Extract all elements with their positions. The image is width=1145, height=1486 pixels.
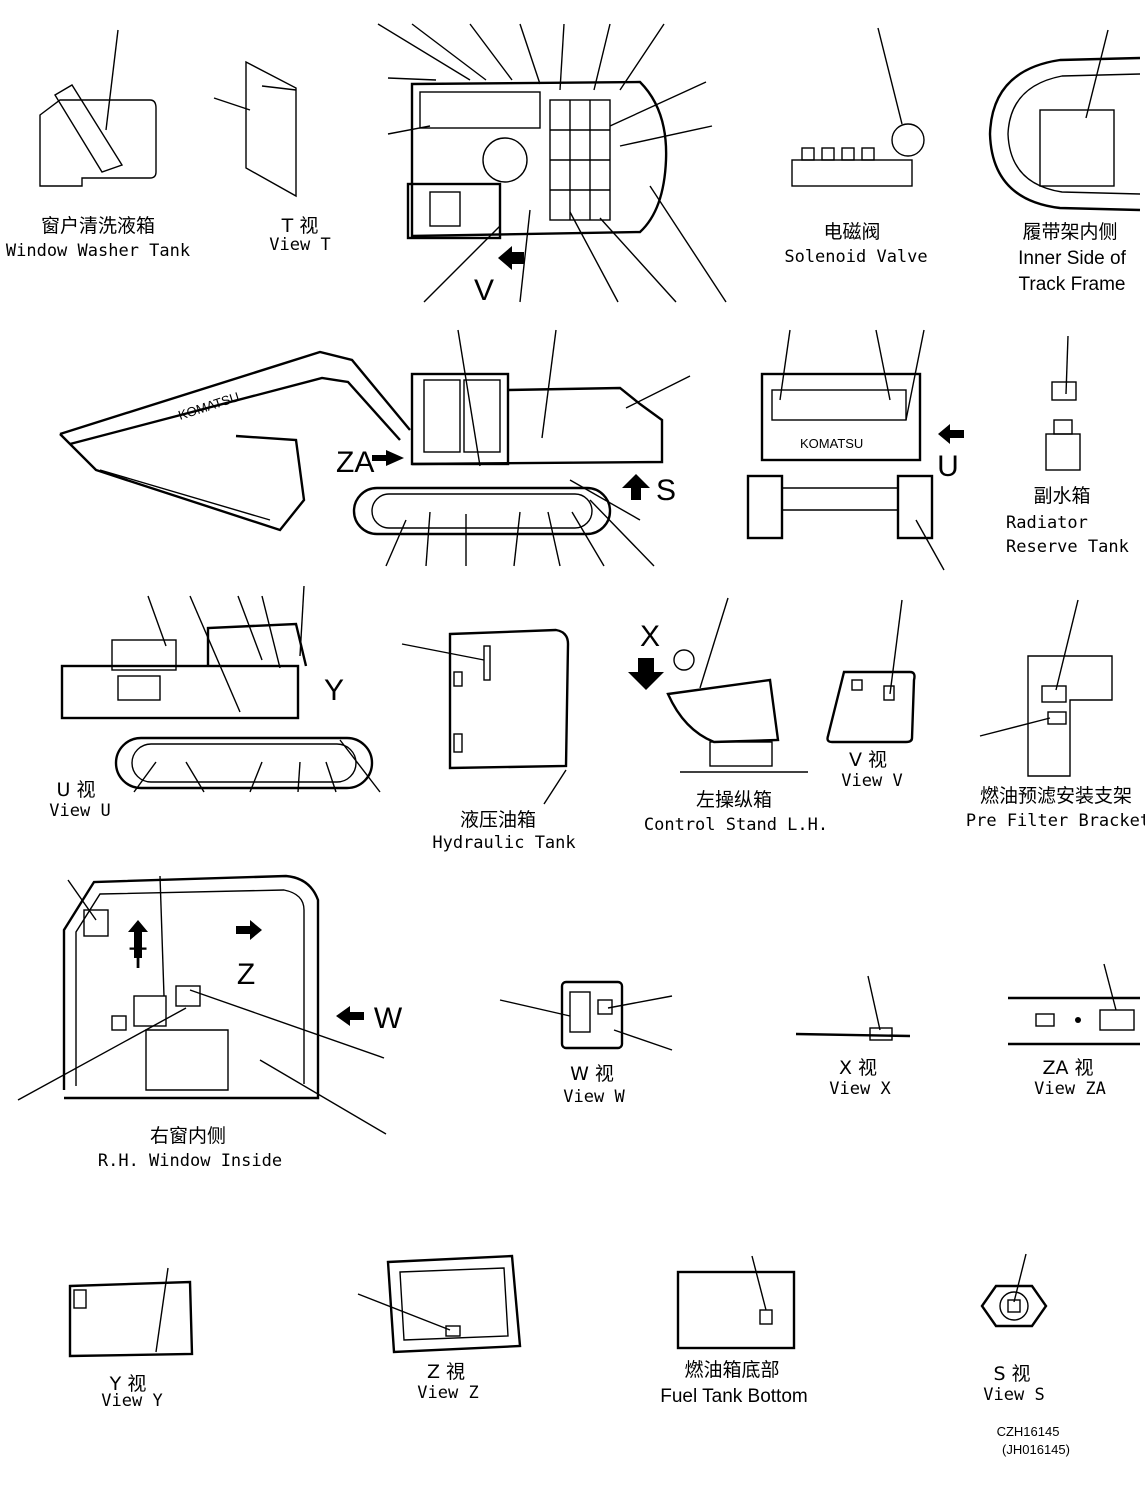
solenoid-valve-figure	[791, 27, 925, 187]
arrow-s-label: S	[656, 474, 676, 507]
view-y-figure	[68, 1267, 194, 1358]
hydraulic-tank-zh: 液压油箱	[460, 809, 536, 831]
excavator-side-view: KOMATSU	[59, 329, 691, 567]
arrow-z-label: Z	[237, 958, 255, 991]
window-washer-tank-en: Window Washer Tank	[6, 241, 190, 261]
view-x-en: View X	[829, 1079, 891, 1099]
pre-filter-en: Pre Filter Bracket	[966, 811, 1145, 831]
view-t-zh: T 视	[281, 215, 319, 237]
view-v-en: View V	[841, 771, 902, 791]
solenoid-valve-zh: 电磁阀	[823, 221, 880, 243]
cab-interior-figure	[17, 874, 387, 1135]
view-x-zh: X 视	[839, 1057, 877, 1079]
fuel-tank-bottom-en: Fuel Tank Bottom	[660, 1386, 808, 1407]
hydraulic-tank-en: Hydraulic Tank	[432, 833, 575, 853]
view-w-zh: W 视	[570, 1063, 614, 1085]
view-z-en: View Z	[417, 1383, 478, 1403]
track-frame-en2: Track Frame	[1019, 274, 1126, 295]
machine-top-view	[377, 23, 727, 303]
window-washer-tank-zh: 窗户清洗液箱	[41, 215, 155, 237]
hydraulic-tank-figure	[401, 628, 570, 805]
view-w-en: View W	[563, 1087, 625, 1107]
rh-window-en: R.H. Window Inside	[98, 1151, 282, 1171]
view-s-figure	[980, 1253, 1048, 1328]
excavator-rear-view: KOMATSU	[746, 329, 964, 571]
rh-window-zh: 右窗内侧	[150, 1125, 226, 1147]
view-s-zh: S 视	[993, 1363, 1030, 1385]
arrow-za-label: ZA	[336, 446, 374, 479]
view-za-figure	[1008, 963, 1140, 1046]
view-za-en: View ZA	[1034, 1079, 1106, 1099]
view-u-zh: U 视	[57, 779, 96, 801]
solenoid-valve-en: Solenoid Valve	[784, 247, 927, 267]
arrow-w-label: W	[374, 1002, 403, 1035]
arrow-y-label: Y	[324, 674, 344, 707]
radiator-reserve-figure	[1045, 335, 1081, 471]
view-w-figure	[499, 980, 673, 1051]
view-t-en: View T	[269, 235, 330, 255]
fuel-tank-bottom-figure	[676, 1255, 796, 1350]
radiator-reserve-zh: 副水箱	[1033, 485, 1090, 507]
view-s-en: View S	[983, 1385, 1044, 1405]
pre-filter-zh: 燃油预滤安装支架	[980, 785, 1132, 807]
radiator-reserve-en1: Radiator	[1006, 513, 1088, 533]
fuel-tank-bottom-zh: 燃油箱底部	[684, 1359, 779, 1381]
view-z-zh: Z 視	[427, 1361, 465, 1383]
window-washer-tank-figure	[39, 29, 157, 187]
drawing-code: CZH16145	[997, 1424, 1060, 1439]
brand-rear: KOMATSU	[800, 436, 863, 451]
arrow-u-label: U	[937, 450, 959, 483]
track-frame-en1: Inner Side of	[1018, 248, 1126, 269]
track-frame-figure	[988, 29, 1141, 212]
view-t-figure	[213, 60, 297, 198]
arrow-t-label: T	[129, 942, 147, 975]
view-z-figure	[357, 1254, 522, 1354]
pre-filter-figure	[979, 599, 1113, 777]
view-x-figure	[795, 975, 911, 1041]
control-stand-en: Control Stand L.H.	[644, 815, 828, 835]
view-v-zh: V 视	[849, 749, 887, 771]
view-y-zh: Y 视	[109, 1373, 147, 1395]
control-stand-zh: 左操纵箱	[696, 789, 772, 811]
view-za-zh: ZA 视	[1042, 1057, 1093, 1079]
view-y-en: View Y	[101, 1391, 162, 1411]
drawing-code-secondary: (JH016145)	[1002, 1442, 1070, 1457]
radiator-reserve-en2: Reserve Tank	[1006, 537, 1129, 557]
track-frame-zh: 履带架内侧	[1022, 221, 1117, 243]
control-stand-figure	[628, 597, 808, 773]
view-u-en: View U	[49, 801, 110, 821]
view-v-figure	[826, 599, 916, 744]
arrow-v-label: V	[474, 274, 494, 307]
view-u-figure	[60, 585, 381, 793]
arrow-x-label: X	[640, 620, 660, 653]
